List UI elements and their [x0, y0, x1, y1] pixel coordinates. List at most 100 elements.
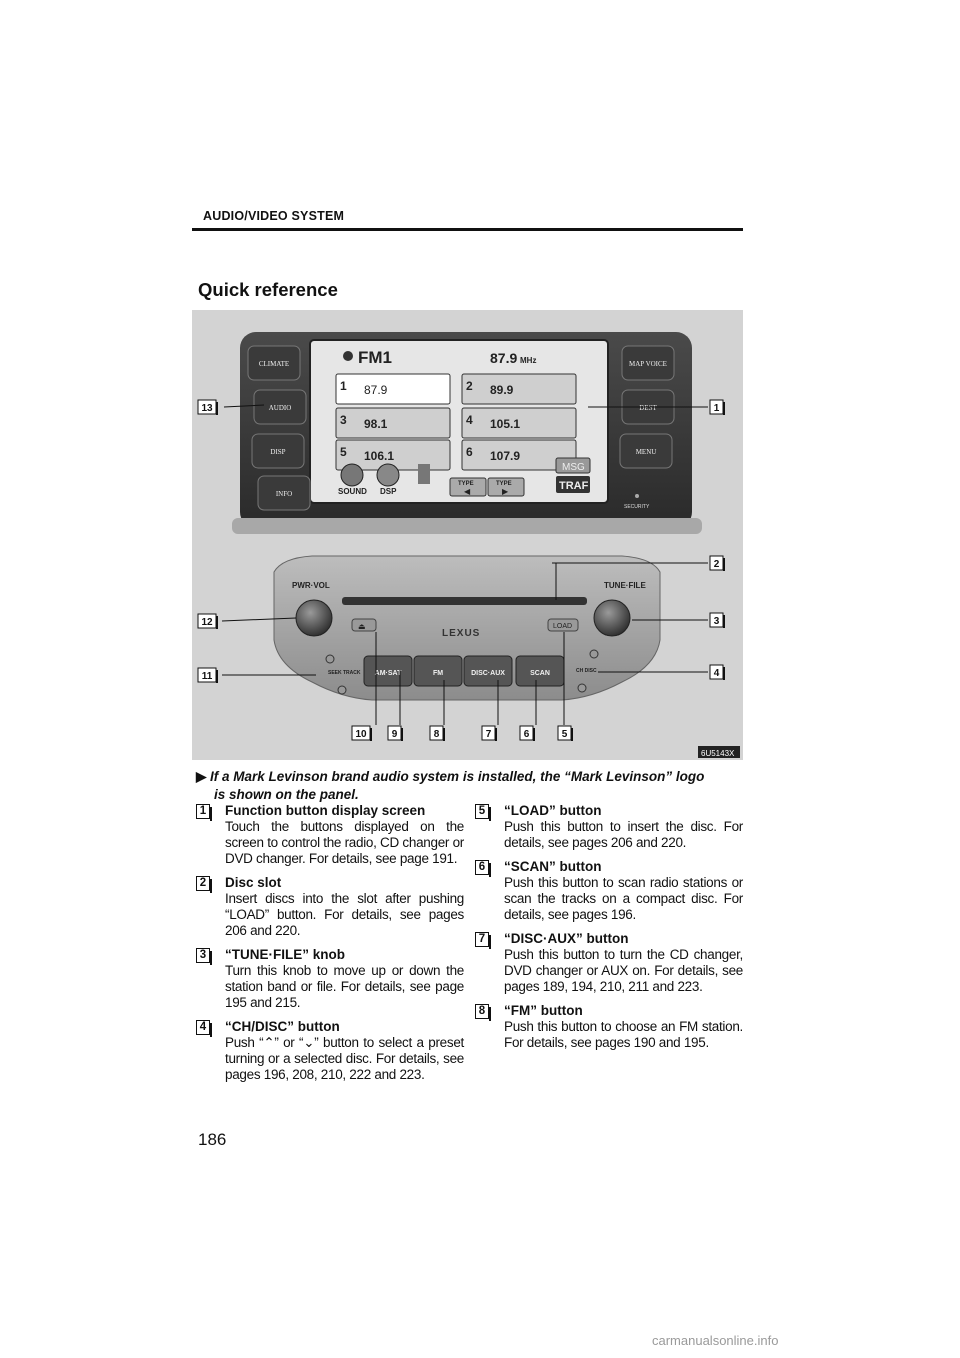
ch-disc-down-button [577, 683, 587, 693]
caption-line-2: is shown on the panel. [214, 787, 359, 802]
callout-number: 7 [486, 729, 492, 740]
hard-button-label: FM [433, 670, 443, 677]
callout-number: 6 [524, 729, 530, 740]
disc-slot [342, 597, 587, 605]
load-label: LOAD [553, 623, 572, 630]
hard-button-label: DEST [639, 404, 657, 412]
item-number-box: 6 [475, 860, 491, 877]
callout-number: 9 [392, 729, 398, 740]
hard-button-label: AM·SAT [375, 670, 402, 677]
header-rule [192, 228, 743, 231]
hard-button-disp[interactable] [251, 433, 305, 469]
preset-button-6[interactable] [461, 439, 577, 471]
item-number-box: 7 [475, 932, 491, 949]
sound-button [340, 463, 364, 487]
item-body: Push this button to insert the disc. For… [504, 819, 743, 850]
hard-button-label: INFO [276, 490, 292, 498]
lexus-logo: LEXUS [442, 628, 480, 639]
item-number-box: 5 [475, 804, 491, 821]
callout-number: 10 [355, 729, 367, 740]
hard-button-audio[interactable] [253, 389, 307, 425]
hard-button-info[interactable] [257, 475, 311, 511]
item-body: Push this button to turn the CD changer,… [504, 947, 743, 994]
hard-button-label: SCAN [530, 670, 550, 677]
item-title: “LOAD” button [504, 803, 602, 818]
item-body: Turn this knob to move up or down the st… [225, 963, 464, 1010]
preset-frequency: 87.9 [364, 383, 388, 397]
seek-down-button [337, 685, 347, 695]
frequency-unit: MHz [520, 356, 536, 365]
figure-code: 6U5143X [701, 749, 735, 758]
item-title: “CH/DISC” button [225, 1019, 340, 1034]
preset-frequency: 89.9 [490, 383, 514, 397]
item-title: “SCAN” button [504, 859, 602, 874]
callout-number: 2 [714, 559, 720, 570]
preset-button-3[interactable] [335, 407, 451, 439]
msg-label: MSG [562, 462, 585, 473]
dsp-button [376, 463, 400, 487]
item-number-box: 3 [196, 948, 212, 965]
hard-button-label: CLIMATE [259, 360, 289, 368]
hard-button-label: MENU [636, 448, 657, 456]
section-title: Quick reference [198, 279, 338, 300]
sound-label: SOUND [338, 487, 367, 496]
item-number-box: 2 [196, 876, 212, 893]
item-body: Push this button to choose an FM station… [504, 1019, 743, 1050]
security-label: SECURITY [624, 504, 650, 510]
item-title: “TUNE·FILE” knob [225, 947, 345, 962]
callout-number: 12 [201, 617, 213, 628]
load-button [547, 618, 579, 632]
hard-button-label: DISC·AUX [471, 670, 505, 677]
hard-button-climate[interactable] [247, 345, 301, 381]
preset-button-2[interactable] [461, 373, 577, 405]
eject-icon: ⏏ [358, 622, 366, 631]
caption-line-1: If a Mark Levinson brand audio system is… [210, 769, 705, 784]
preset-number: 2 [466, 379, 473, 393]
hard-button-label: AUDIO [269, 404, 292, 412]
hard-button-menu[interactable] [619, 433, 673, 469]
ch-disc-up-button [589, 649, 599, 659]
dsp-label: DSP [380, 487, 397, 496]
hard-button-fm[interactable] [413, 655, 463, 687]
antenna-icon [418, 464, 430, 484]
hard-button-map-voice[interactable] [621, 345, 675, 381]
msg-button [555, 457, 591, 474]
preset-number: 5 [340, 445, 347, 459]
figure-caption: ▶If a Mark Levinson brand audio system i… [196, 768, 746, 804]
item-number-box: 8 [475, 1004, 491, 1021]
tune-file-knob [593, 599, 631, 637]
hard-button-disc-aux[interactable] [463, 655, 513, 687]
pwr-vol-label: PWR·VOL [292, 581, 330, 590]
preset-frequency: 98.1 [364, 417, 388, 431]
type-next-label: TYPE [496, 481, 512, 487]
item-title: Function button display screen [225, 803, 426, 818]
preset-button-1[interactable] [335, 373, 451, 405]
triangle-arrow-icon: ▶ [196, 769, 207, 784]
security-indicator-icon [635, 494, 639, 498]
frequency-readout: 87.9 [490, 350, 517, 366]
watermark: carmanualsonline.info [652, 1333, 779, 1348]
item-body: Push “⌃” or “⌄” button to select a prese… [225, 1035, 464, 1082]
preset-number: 1 [340, 379, 347, 393]
callout-number: 3 [714, 616, 720, 627]
preset-button-4[interactable] [461, 407, 577, 439]
callout-number: 8 [434, 729, 440, 740]
callout-number: 13 [201, 403, 213, 414]
type-next-arrow-icon: ▶ [502, 487, 509, 496]
preset-number: 6 [466, 445, 473, 459]
item-body: Touch the buttons displayed on the scree… [225, 819, 464, 866]
preset-frequency: 107.9 [490, 449, 520, 463]
pwr-vol-knob [295, 599, 333, 637]
preset-frequency: 106.1 [364, 449, 394, 463]
item-title: “FM” button [504, 1003, 583, 1018]
